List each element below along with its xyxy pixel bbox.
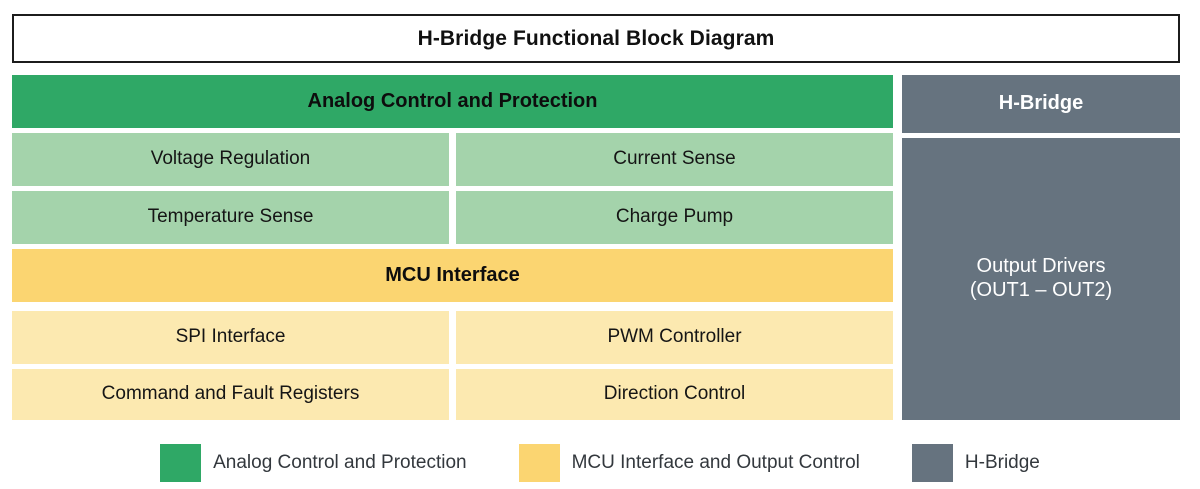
legend-item-mcu: MCU Interface and Output Control (518, 444, 860, 482)
legend-item-analog: Analog Control and Protection (160, 444, 467, 482)
block-voltage-regulation: Voltage Regulation (12, 133, 449, 186)
block-temperature-sense: Temperature Sense (12, 191, 449, 244)
legend-swatch-mcu (518, 444, 560, 482)
output-drivers-line2: (OUT1 – OUT2) (969, 279, 1113, 301)
legend-label-mcu: MCU Interface and Output Control (571, 452, 860, 473)
block-pwm-controller: PWM Controller (456, 311, 893, 364)
page-title: H-Bridge Functional Block Diagram (417, 26, 775, 50)
analog-control-header: Analog Control and Protection (12, 75, 893, 128)
diagram-title-box: H-Bridge Functional Block Diagram (12, 14, 1180, 63)
block-charge-pump: Charge Pump (456, 191, 893, 244)
block-direction-control: Direction Control (456, 369, 893, 420)
hbridge-header: H-Bridge (902, 75, 1180, 133)
block-command-and-fault-registers: Command and Fault Registers (12, 369, 449, 420)
block-spi-interface: SPI Interface (12, 311, 449, 364)
legend-item-hbridge: H-Bridge (911, 444, 1040, 482)
hbridge-output-drivers-block: Output Drivers (OUT1 – OUT2) (902, 138, 1180, 420)
legend: Analog Control and Protection MCU Interf… (0, 437, 1200, 489)
legend-swatch-hbridge (911, 444, 953, 482)
block-current-sense: Current Sense (456, 133, 893, 186)
hbridge-output-drivers-text: Output Drivers (OUT1 – OUT2) (970, 255, 1112, 302)
legend-label-hbridge: H-Bridge (964, 452, 1040, 473)
legend-swatch-analog (160, 444, 202, 482)
output-drivers-line1: Output Drivers (976, 255, 1106, 278)
mcu-interface-header: MCU Interface (12, 249, 893, 302)
legend-label-analog: Analog Control and Protection (213, 452, 467, 473)
